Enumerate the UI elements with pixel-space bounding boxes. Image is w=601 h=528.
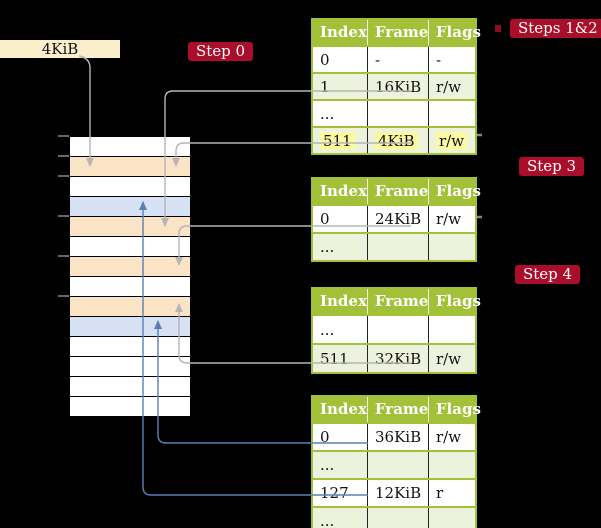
- column-header-frame: Frame: [366, 397, 428, 422]
- page-table-final: Index Frame Flags 0 36KiB r/w ... 127 12…: [311, 395, 481, 528]
- table-row: 0 24KiB r/w: [313, 204, 475, 232]
- cell-index: 1: [320, 77, 330, 96]
- memory-row-13: [70, 377, 190, 397]
- badge-steps-1-2: Steps 1&2: [510, 19, 601, 38]
- page-table-step4: Index Frame Flags ... 511 32KiB r/w: [311, 287, 481, 374]
- cell-index: 127: [320, 484, 349, 502]
- table-row-ellipsis: ...: [313, 450, 475, 478]
- highlighted-value: r/w: [436, 131, 468, 150]
- cell-flags: r/w: [428, 74, 475, 99]
- cell-flags: r/w: [428, 206, 475, 232]
- badge-step-0: Step 0: [188, 42, 254, 61]
- cell-frame: [367, 452, 428, 478]
- memory-row-7: [70, 257, 190, 277]
- table-header-row: Index Frame Flags: [313, 179, 481, 204]
- memory-row-9: [70, 297, 190, 317]
- table-row: 0 36KiB r/w: [313, 422, 475, 450]
- cell-index: 511: [313, 128, 367, 153]
- memory-row-12: [70, 357, 190, 377]
- cell-flags: [428, 452, 475, 478]
- cell-flags: [428, 101, 475, 126]
- table-row: 511 32KiB r/w: [313, 343, 475, 372]
- table-row: 127 12KiB r: [313, 478, 475, 506]
- table-row-highlighted: 511 4KiB r/w: [313, 126, 475, 153]
- table-header-row: Index Frame Flags: [313, 20, 481, 45]
- cell-frame: [367, 101, 428, 126]
- cell-flags: r/w: [428, 128, 475, 153]
- column-header-frame: Frame: [366, 179, 428, 204]
- table-header-row: Index Frame Flags: [313, 397, 481, 422]
- memory-row-11: [70, 337, 190, 357]
- cell-index: 0: [320, 428, 330, 446]
- page-table-step3: Index Frame Flags 0 24KiB r/w ...: [311, 177, 481, 262]
- cell-frame: [367, 234, 428, 260]
- page-size-box: 4KiB: [0, 40, 120, 58]
- table-row-ellipsis: ...: [313, 506, 475, 528]
- page-size-label: 4KiB: [41, 40, 79, 58]
- cell-index: ...: [320, 320, 335, 339]
- column-header-flags: Flags: [427, 397, 481, 422]
- memory-row-14: [70, 397, 190, 417]
- page-table-step0: Index Frame Flags 0 - - 1 16KiB r/w ... …: [311, 18, 481, 155]
- column-header-frame: Frame: [366, 289, 428, 314]
- table-row-ellipsis: ...: [313, 99, 475, 126]
- column-header-flags: Flags: [427, 289, 481, 314]
- highlighted-value: 4KiB: [375, 131, 418, 150]
- cell-flags: r/w: [428, 424, 475, 450]
- cell-flags: [428, 508, 475, 528]
- column-header-index: Index: [320, 23, 367, 41]
- cell-index: ...: [320, 104, 335, 123]
- table-row: 1 16KiB r/w: [313, 72, 475, 99]
- memory-row-8: [70, 277, 190, 297]
- cell-flags: [428, 316, 475, 343]
- cell-index: ...: [320, 456, 335, 474]
- column-header-index: Index: [320, 182, 367, 200]
- table-header-row: Index Frame Flags: [313, 289, 481, 314]
- cell-frame: 12KiB: [367, 480, 428, 506]
- table-row-ellipsis: ...: [313, 314, 475, 343]
- cell-frame: [367, 508, 428, 528]
- cell-flags: r: [428, 480, 475, 506]
- cell-index: ...: [320, 512, 335, 528]
- table-row: 0 - -: [313, 45, 475, 72]
- column-header-flags: Flags: [427, 20, 481, 45]
- cell-index: 511: [320, 349, 349, 368]
- cell-index: ...: [320, 238, 335, 256]
- cell-flags: [428, 234, 475, 260]
- column-header-index: Index: [320, 292, 367, 310]
- highlighted-value: 511: [320, 131, 355, 150]
- badge-step-3: Step 3: [519, 157, 585, 176]
- cell-index: 0: [320, 210, 330, 228]
- cell-frame: 24KiB: [367, 206, 428, 232]
- memory-row-1: [70, 136, 190, 157]
- badge-step-4: Step 4: [515, 265, 581, 284]
- memory-row-5: [70, 217, 190, 237]
- memory-row-2: [70, 157, 190, 177]
- memory-row-6: [70, 237, 190, 257]
- cell-flags: r/w: [428, 345, 475, 372]
- cell-flags: -: [428, 47, 475, 72]
- cell-frame: 36KiB: [367, 424, 428, 450]
- cell-frame: 16KiB: [367, 74, 428, 99]
- cell-frame: -: [367, 47, 428, 72]
- memory-row-4: [70, 197, 190, 217]
- column-header-frame: Frame: [366, 20, 428, 45]
- cell-frame: [367, 316, 428, 343]
- badge-connector-stub: [495, 25, 501, 32]
- physical-memory-column: [70, 136, 190, 417]
- memory-row-10: [70, 317, 190, 337]
- memory-row-3: [70, 177, 190, 197]
- cell-index: 0: [320, 50, 330, 69]
- cell-frame: 4KiB: [367, 128, 428, 153]
- table-row-ellipsis: ...: [313, 232, 475, 260]
- column-header-index: Index: [320, 400, 367, 418]
- column-header-flags: Flags: [427, 179, 481, 204]
- cell-frame: 32KiB: [367, 345, 428, 372]
